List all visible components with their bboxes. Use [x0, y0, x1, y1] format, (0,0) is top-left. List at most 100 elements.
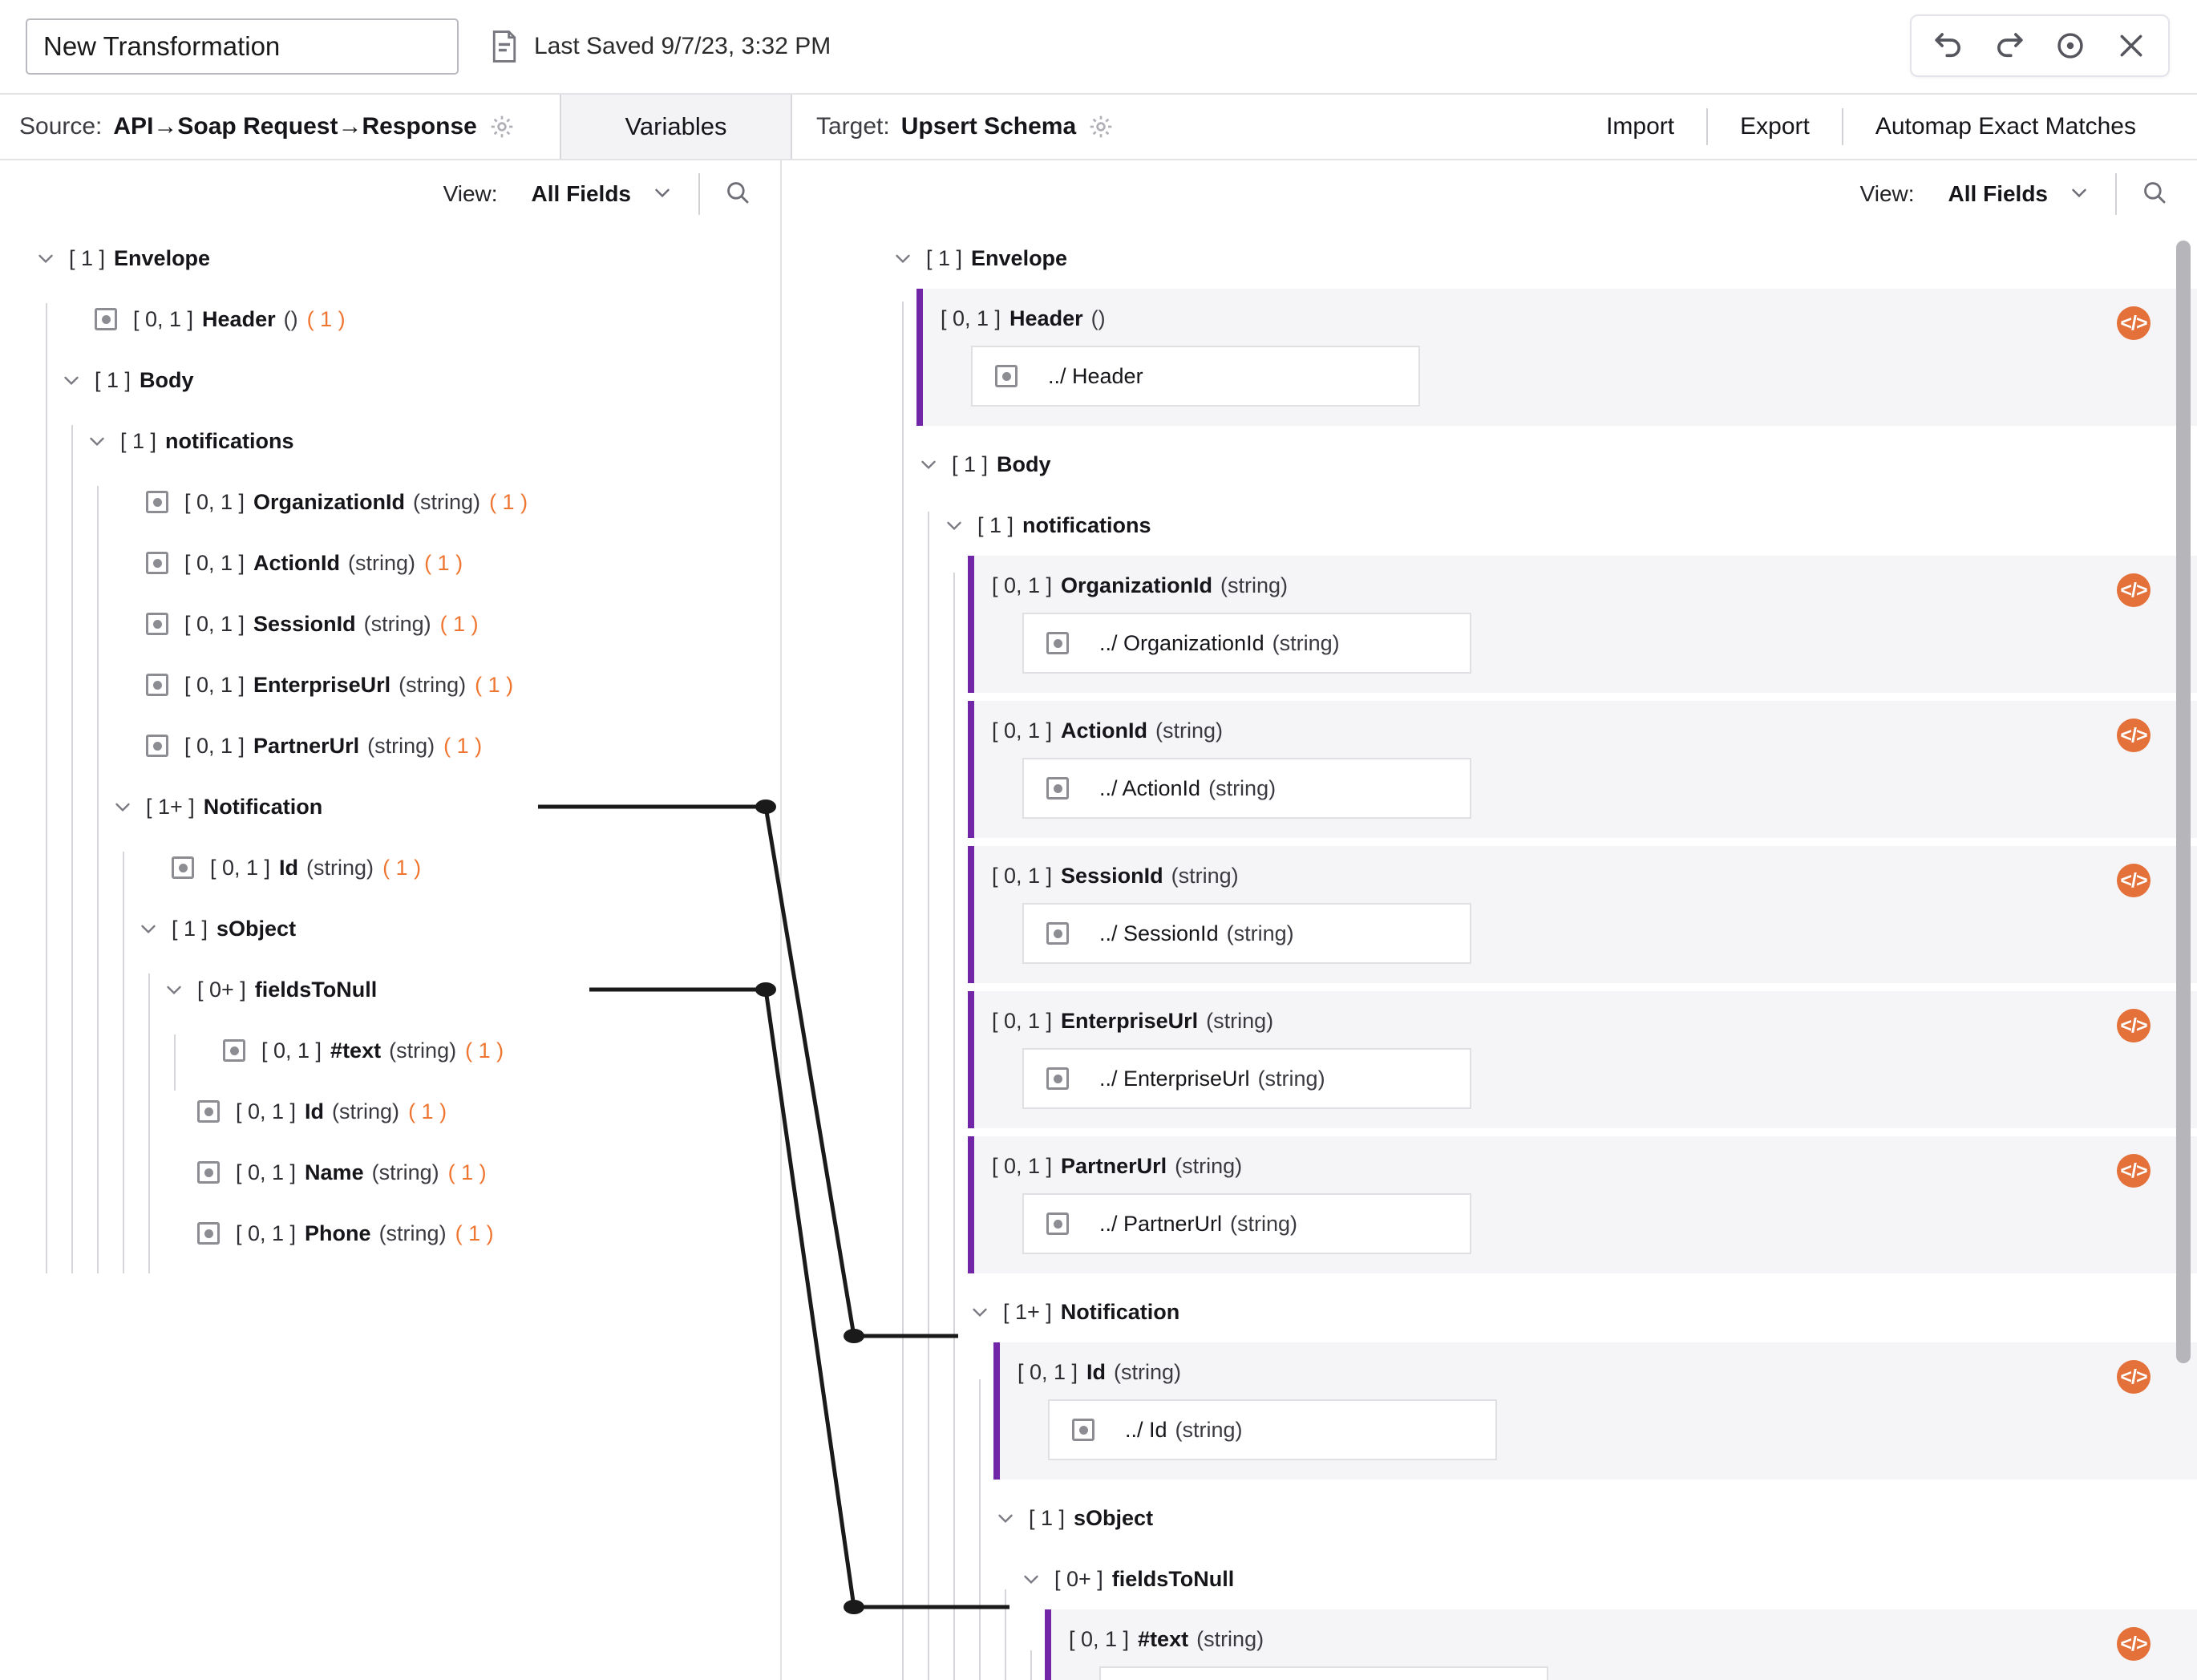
target-label: Target:: [816, 113, 890, 140]
target-view-value[interactable]: All Fields: [1948, 181, 2048, 206]
source-tree-row[interactable]: [ 1 ]notifications: [0, 411, 780, 472]
field-node-icon: [197, 1222, 220, 1245]
undo-icon[interactable]: [1924, 22, 1972, 70]
code-icon[interactable]: </>: [2117, 719, 2150, 752]
chevron-down-icon[interactable]: [85, 429, 109, 453]
field-name: Notification: [1060, 1299, 1180, 1324]
chevron-down-icon[interactable]: [993, 1506, 1018, 1530]
tab-variables-label: Variables: [625, 112, 727, 140]
tab-variables[interactable]: Variables: [560, 95, 792, 159]
target-mapped-field[interactable]: [ 0, 1 ]OrganizationId(string)../ Organi…: [968, 556, 2197, 693]
source-tree-row[interactable]: [ 0, 1 ]ActionId(string)( 1 ): [0, 532, 780, 593]
close-icon[interactable]: [2107, 22, 2155, 70]
mapped-source-box[interactable]: ../ OrganizationId(string): [1022, 613, 1471, 674]
chevron-down-icon[interactable]: [650, 180, 674, 208]
code-icon[interactable]: </>: [2117, 1009, 2150, 1042]
target-mapped-field[interactable]: [ 0, 1 ]SessionId(string) ../ SessionId(s…: [968, 846, 2197, 983]
chevron-down-icon[interactable]: [59, 368, 83, 392]
source-tree-row[interactable]: [ 1 ]Body: [0, 350, 780, 411]
chevron-down-icon[interactable]: [34, 246, 58, 270]
target-mapped-field[interactable]: [ 0, 1 ]PartnerUrl(string)../ PartnerUrl…: [968, 1136, 2197, 1273]
source-view-row: View: All Fields: [0, 160, 780, 228]
mapped-source-box[interactable]: ../ PartnerUrl(string): [1022, 1193, 1471, 1254]
source-view-value[interactable]: All Fields: [531, 181, 631, 206]
tree-guide-line: [953, 573, 955, 1680]
source-tree-row[interactable]: [ 0, 1 ]Name(string)( 1 ): [0, 1142, 780, 1203]
target-field-label: [ 0, 1 ]Header(): [923, 306, 2197, 331]
cardinality: [ 0, 1 ]: [184, 733, 245, 758]
target-gear-icon[interactable]: [1087, 113, 1115, 140]
import-button[interactable]: Import: [1574, 113, 1706, 140]
field-node-icon: [146, 735, 168, 757]
chevron-down-icon[interactable]: [1019, 1567, 1043, 1591]
source-tree-row[interactable]: [ 0, 1 ]OrganizationId(string)( 1 ): [0, 472, 780, 532]
source-tree-row[interactable]: [ 0, 1 ]Header()( 1 ): [0, 289, 780, 350]
target-tree-row[interactable]: [ 1+ ] Notification: [862, 1281, 2197, 1342]
mapped-source-path: ../ ActionId: [1099, 775, 1201, 800]
code-icon[interactable]: </>: [2117, 306, 2150, 340]
source-tree-row[interactable]: [ 0, 1 ]#text(string)( 1 ): [0, 1020, 780, 1081]
field-type: (string): [332, 1099, 400, 1123]
target-scrollbar-thumb[interactable]: [2176, 241, 2191, 1363]
chevron-down-icon[interactable]: [136, 917, 160, 941]
target-tree-row[interactable]: [ 0+ ]fieldsToNull: [862, 1548, 2197, 1609]
source-tree-row[interactable]: [ 0, 1 ]PartnerUrl(string)( 1 ): [0, 715, 780, 776]
chevron-down-icon[interactable]: [2067, 180, 2091, 208]
target-mapped-field[interactable]: [ 0, 1 ]#text(string)../ #text(string)</…: [1045, 1609, 2197, 1680]
target-mapped-field[interactable]: [ 0, 1 ]ActionId(string)../ ActionId(str…: [968, 701, 2197, 838]
code-icon[interactable]: </>: [2117, 1360, 2150, 1394]
field-name: Name: [305, 1160, 364, 1184]
source-tree-row[interactable]: [ 1 ]sObject: [0, 898, 780, 959]
source-tree-row[interactable]: [ 0+ ]fieldsToNull: [0, 959, 780, 1020]
source-tree-row[interactable]: [ 0, 1 ]Phone(string)( 1 ): [0, 1203, 780, 1264]
target-view-row: View: All Fields: [862, 160, 2197, 228]
source-tree-row[interactable]: [ 0, 1 ]Id(string)( 1 ): [0, 1081, 780, 1142]
mapped-source-box[interactable]: ../ Header: [971, 346, 1420, 407]
target-search-icon[interactable]: [2141, 179, 2168, 210]
source-tree-row[interactable]: [ 1+ ]Notification: [0, 776, 780, 837]
code-icon[interactable]: </>: [2117, 1627, 2150, 1661]
chevron-down-icon[interactable]: [162, 978, 186, 1002]
mapped-source-box[interactable]: ../ SessionId(string): [1022, 903, 1471, 964]
target-mapped-field[interactable]: [ 0, 1 ]Header() ../ Header </>: [916, 289, 2197, 426]
source-gear-icon[interactable]: [488, 113, 516, 140]
chevron-down-icon[interactable]: [916, 452, 941, 476]
automap-exact-matches-button[interactable]: Automap Exact Matches: [1843, 113, 2168, 140]
target-tree-row[interactable]: [ 1 ]sObject: [862, 1488, 2197, 1548]
target-mapped-field[interactable]: [ 0, 1 ]Id(string)../ Id(string)</>: [993, 1342, 2197, 1480]
cardinality: [ 1 ]: [952, 451, 989, 476]
source-tree-row[interactable]: [ 0, 1 ]SessionId(string)( 1 ): [0, 593, 780, 654]
chevron-down-icon[interactable]: [111, 795, 135, 819]
mapped-source-box[interactable]: ../ EnterpriseUrl(string): [1022, 1048, 1471, 1109]
code-icon[interactable]: </>: [2117, 1154, 2150, 1188]
target-tree-row[interactable]: [ 1 ]notifications: [862, 495, 2197, 556]
source-tree-row[interactable]: [ 0, 1 ]Id(string)( 1 ): [0, 837, 780, 898]
source-tree-row[interactable]: [ 0, 1 ]EnterpriseUrl(string)( 1 ): [0, 654, 780, 715]
export-button[interactable]: Export: [1708, 113, 1842, 140]
field-node-icon: [197, 1161, 220, 1184]
field-count: ( 1 ): [382, 855, 422, 880]
target-tree-row[interactable]: [ 1 ]Envelope: [862, 228, 2197, 289]
redo-icon[interactable]: [1985, 22, 2033, 70]
source-search-icon[interactable]: [724, 179, 751, 210]
row-gap: [862, 693, 2197, 701]
target-mapped-field[interactable]: [ 0, 1 ]EnterpriseUrl(string)../ Enterpr…: [968, 991, 2197, 1128]
target-tree-row[interactable]: [ 1 ]Body: [862, 434, 2197, 495]
cardinality: [ 1+ ]: [1003, 1299, 1052, 1324]
mapped-source-box[interactable]: ../ ActionId(string): [1022, 758, 1471, 819]
source-tree-row[interactable]: [ 1 ]Envelope: [0, 228, 780, 289]
target-field-label: [ 0, 1 ]SessionId(string): [974, 864, 2197, 889]
chevron-down-icon[interactable]: [968, 1300, 992, 1324]
transformation-name-input[interactable]: [26, 18, 459, 75]
code-icon[interactable]: </>: [2117, 573, 2150, 607]
cardinality: [ 0, 1 ]: [236, 1160, 297, 1184]
eye-icon[interactable]: [2046, 22, 2094, 70]
cardinality: [ 1 ]: [1029, 1505, 1066, 1530]
field-type: (string): [371, 1160, 439, 1184]
chevron-down-icon[interactable]: [942, 513, 966, 537]
code-icon[interactable]: </>: [2117, 864, 2150, 897]
mapped-source-box[interactable]: ../ #text(string): [1099, 1666, 1548, 1680]
field-type: (string): [348, 550, 416, 575]
mapped-source-box[interactable]: ../ Id(string): [1048, 1399, 1497, 1460]
chevron-down-icon[interactable]: [891, 246, 915, 270]
